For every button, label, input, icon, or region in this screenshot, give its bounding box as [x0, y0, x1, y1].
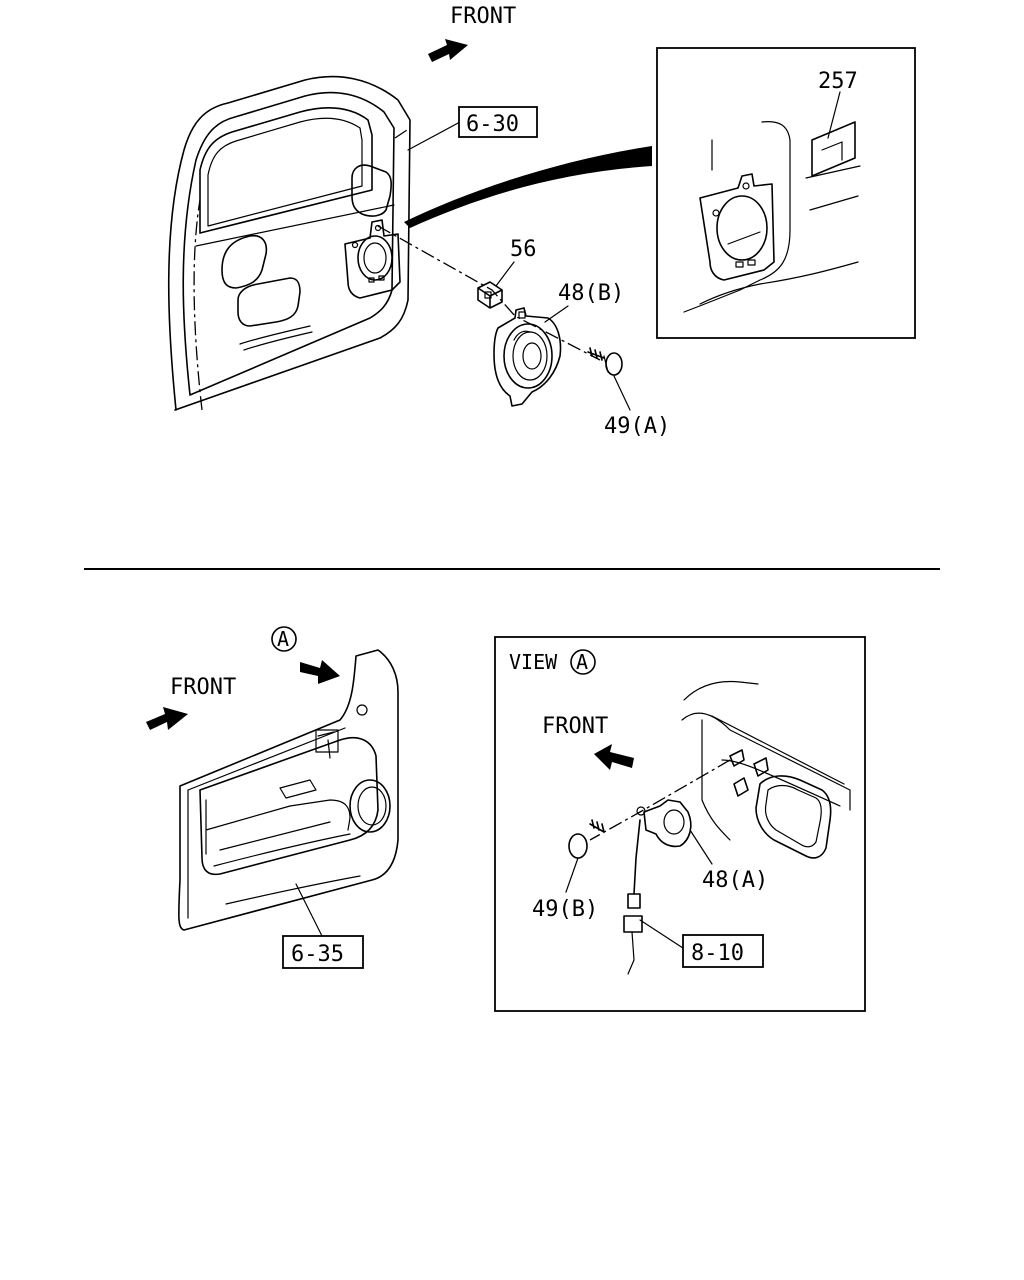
view-direction-arrow-icon	[300, 660, 340, 684]
inset-panel: 257	[656, 47, 916, 339]
bottom-front-label: FRONT	[170, 675, 236, 700]
label-sticker-icon	[811, 121, 856, 177]
ref-box-6-30	[458, 106, 538, 138]
door-trim-drawing	[178, 649, 399, 931]
view-title: VIEW	[509, 650, 558, 674]
view-marker-circle	[271, 626, 297, 652]
door-shell-drawing	[167, 75, 411, 411]
top-front-arrow-icon	[428, 39, 468, 62]
bottom-left-section: A FRONT 6-35	[146, 626, 399, 969]
ref-box-6-35	[282, 935, 364, 969]
ref-label-6-35: 6-35	[291, 942, 344, 967]
callout-wedge	[404, 146, 652, 228]
ref-box-8-10	[682, 934, 764, 968]
view-front-arrow-icon	[594, 744, 634, 770]
bottom-front-arrow-icon	[146, 707, 188, 730]
view-a-panel: VIEW A FRONT 48(A) 8-1	[494, 636, 866, 1012]
clip-icon	[729, 749, 745, 767]
part-label-48b: 48(B)	[558, 281, 624, 306]
ref-label-6-30: 6-30	[466, 112, 519, 137]
clip-56-icon	[477, 281, 503, 309]
top-front-label: FRONT	[450, 4, 516, 29]
view-front-label: FRONT	[542, 714, 608, 739]
screw-49a-icon	[587, 347, 623, 376]
view-title-marker: A	[576, 650, 588, 674]
part-label-56: 56	[510, 237, 537, 262]
tweeter-wire	[633, 819, 641, 895]
part-label-49b: 49(B)	[532, 897, 598, 922]
part-label-49a: 49(A)	[604, 414, 670, 439]
tweeter-48a-icon	[636, 799, 692, 848]
top-section: FRONT	[167, 4, 916, 439]
view-marker-a: A	[277, 627, 289, 651]
speaker-48b-icon	[493, 307, 562, 407]
part-label-48a: 48(A)	[702, 868, 768, 893]
connector-icon	[627, 893, 641, 909]
ref-label-8-10: 8-10	[691, 941, 744, 966]
inset-part-label-257: 257	[818, 69, 858, 94]
